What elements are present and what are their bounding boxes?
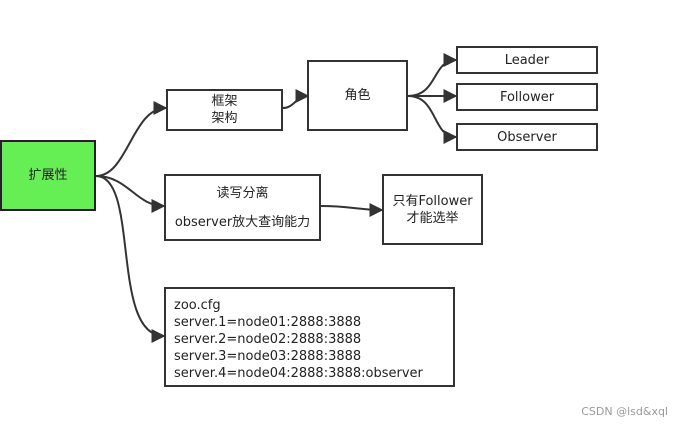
- config-line: server.1=node01:2888:3888: [174, 315, 362, 330]
- follower-node: Follower: [456, 83, 598, 111]
- root-node-scalability: 扩展性: [0, 140, 96, 211]
- config-line: zoo.cfg: [174, 298, 221, 313]
- leader-node: Leader: [456, 46, 598, 74]
- read-write-separation-node: 读写分离 observer放大查询能力: [164, 174, 321, 241]
- observer-label: Observer: [497, 129, 557, 145]
- arrow-role-observer: [407, 95, 458, 144]
- role-label: 角色: [344, 88, 371, 103]
- config-line: server.3=node03:2888:3888: [174, 349, 362, 364]
- framework-line-2: 架构: [211, 111, 238, 126]
- only-line-1: 只有Follower: [392, 193, 473, 209]
- rw-line-1: 读写分离: [216, 185, 269, 201]
- config-line: server.2=node02:2888:3888: [174, 332, 362, 347]
- arrow-framework-role: [282, 89, 310, 109]
- watermark: CSDN @lsd&xql: [581, 405, 668, 418]
- observer-node: Observer: [456, 123, 598, 151]
- arrow-root-rw: [95, 175, 166, 213]
- root-label: 扩展性: [28, 168, 68, 183]
- framework-node: 框架 架构: [166, 89, 283, 131]
- rw-line-2: observer放大查询能力: [174, 214, 311, 230]
- arrow-root-framework: [95, 101, 168, 177]
- framework-line-1: 框架: [211, 94, 238, 109]
- arrow-rw-only: [320, 202, 384, 217]
- arrow-role-leader: [407, 53, 458, 97]
- only-follower-vote-node: 只有Follower 才能选举: [382, 174, 483, 245]
- config-node: zoo.cfg server.1=node01:2888:3888 server…: [164, 287, 455, 387]
- follower-label: Follower: [499, 89, 555, 105]
- arrow-root-config: [95, 175, 166, 343]
- role-node: 角色: [307, 60, 408, 131]
- config-line: server.4=node04:2888:3888:observer: [174, 366, 423, 381]
- leader-label: Leader: [504, 52, 550, 68]
- only-line-2: 才能选举: [406, 210, 459, 226]
